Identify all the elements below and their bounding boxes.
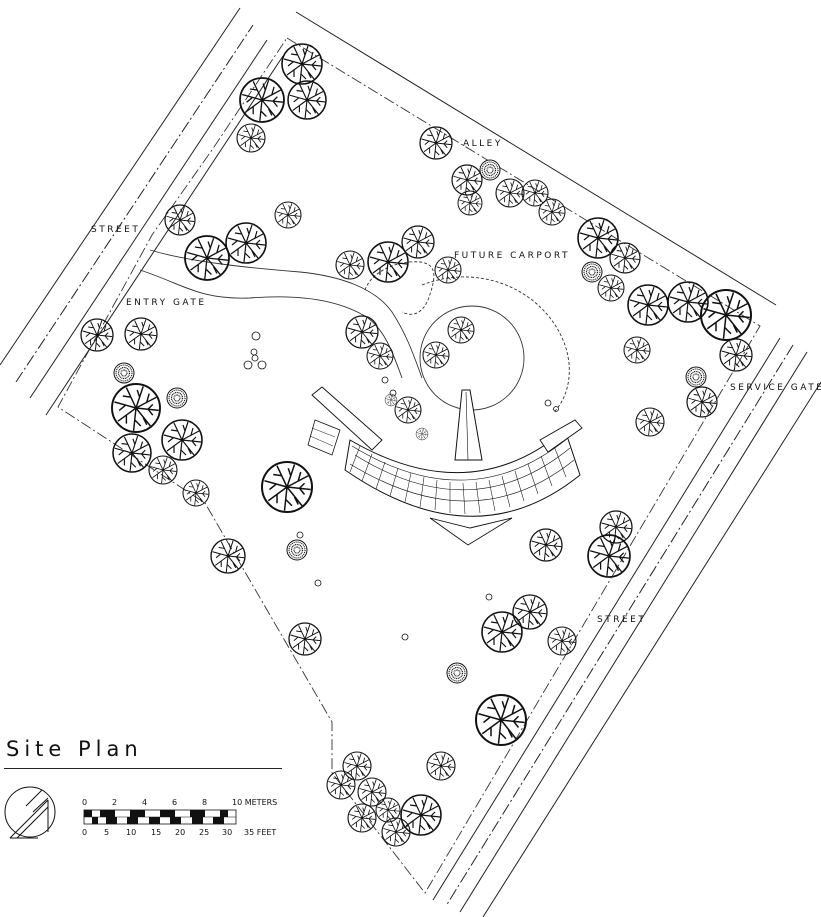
svg-text:5: 5 xyxy=(104,828,109,837)
driveway xyxy=(139,249,570,413)
scale-feet-labels: 0 5 10 15 20 25 30 35 FEET xyxy=(82,828,276,837)
scale-meters-labels: 0 2 4 6 8 10 METERS xyxy=(82,798,277,807)
building-footprint xyxy=(307,386,583,546)
svg-text:0: 0 xyxy=(82,828,87,837)
label-alley: ALLEY xyxy=(463,139,503,149)
label-service-gate: SERVICE GATE xyxy=(730,383,821,393)
svg-text:10: 10 xyxy=(126,828,136,837)
title-underline xyxy=(4,768,282,769)
scale-bar: 0 2 4 6 8 10 METERS 0 5 10 15 20 25 30 3… xyxy=(82,798,277,837)
svg-text:25: 25 xyxy=(199,828,209,837)
svg-text:20: 20 xyxy=(175,828,185,837)
label-street-top: STREET xyxy=(91,225,140,235)
svg-text:2: 2 xyxy=(112,798,117,807)
shrubs xyxy=(243,331,559,641)
svg-text:4: 4 xyxy=(142,798,147,807)
label-street-bottom: STREET xyxy=(597,615,646,625)
label-entry-gate: ENTRY GATE xyxy=(126,298,207,308)
property-line xyxy=(57,37,761,894)
svg-text:6: 6 xyxy=(172,798,177,807)
drawing-title: Site Plan xyxy=(6,737,143,761)
svg-text:0: 0 xyxy=(82,798,87,807)
svg-text:35 FEET: 35 FEET xyxy=(244,828,276,837)
svg-text:30: 30 xyxy=(222,828,232,837)
street-lines-northwest xyxy=(0,7,284,416)
label-future-carport: FUTURE CARPORT xyxy=(454,251,570,261)
street-lines-southeast xyxy=(432,337,821,917)
svg-text:10 METERS: 10 METERS xyxy=(232,798,277,807)
trees xyxy=(80,43,753,847)
street-lines-alley xyxy=(295,11,777,306)
svg-text:8: 8 xyxy=(202,798,207,807)
svg-text:15: 15 xyxy=(151,828,161,837)
north-arrow-icon xyxy=(4,786,56,839)
